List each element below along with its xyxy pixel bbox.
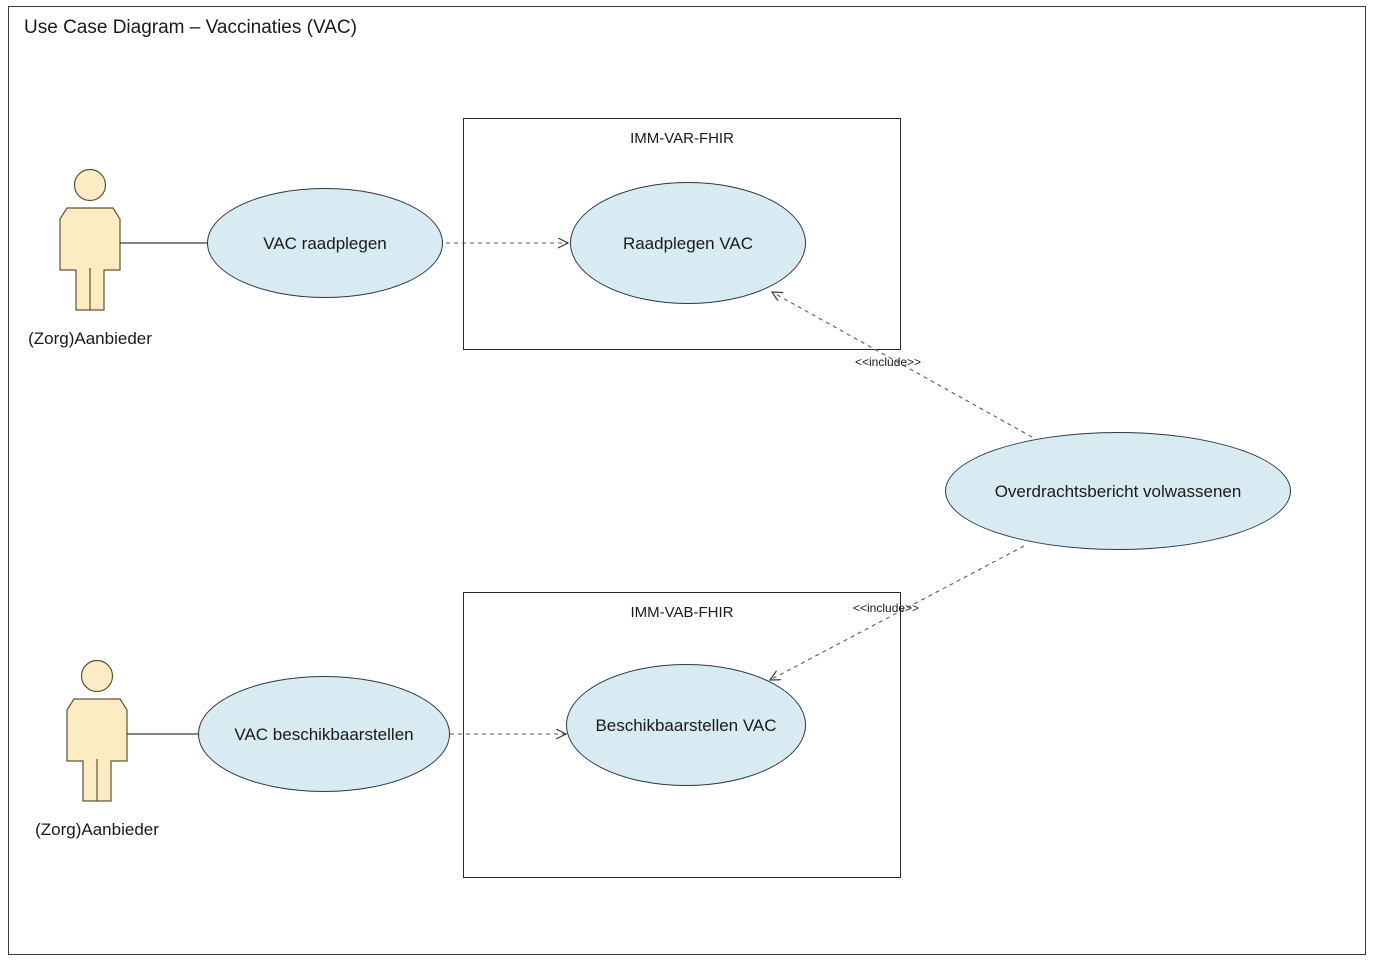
use-case-label: Overdrachtsbericht volwassenen (994, 481, 1242, 501)
actor-top-label: (Zorg)Aanbieder (28, 329, 152, 348)
actor-top-figure-slot (30, 170, 150, 310)
use-case-beschikbaarstellen-vac[interactable]: Beschikbaarstellen VAC (566, 664, 806, 786)
system-boundary-imm-vab-fhir: IMM-VAB-FHIR (463, 592, 901, 878)
actor-bottom[interactable]: (Zorg)Aanbieder (35, 661, 159, 839)
system-boundary-label-imm-vab-fhir: IMM-VAB-FHIR (630, 604, 734, 621)
use-case-label: VAC raadplegen (263, 233, 387, 253)
use-case-label: Raadplegen VAC (622, 233, 754, 253)
include-label-top: <<include>> (855, 355, 922, 369)
diagram-frame (8, 6, 1366, 955)
use-case-overdrachtsbericht-volwassenen[interactable]: Overdrachtsbericht volwassenen (945, 432, 1291, 550)
system-boundary-label-imm-var-fhir: IMM-VAR-FHIR (630, 130, 734, 147)
use-case-vac-beschikbaarstellen[interactable]: VAC beschikbaarstellen (198, 676, 450, 792)
use-case-label: Beschikbaarstellen VAC (595, 715, 777, 735)
use-case-raadplegen-vac[interactable]: Raadplegen VAC (570, 182, 806, 304)
actor-bottom-figure-slot (37, 661, 157, 801)
use-case-label: VAC beschikbaarstellen (234, 724, 414, 744)
diagram-title: Use Case Diagram – Vaccinaties (VAC) (24, 17, 357, 38)
use-case-vac-raadplegen[interactable]: VAC raadplegen (207, 188, 443, 298)
include-label-bottom: <<include>> (853, 601, 920, 615)
actor-top[interactable]: (Zorg)Aanbieder (28, 170, 152, 348)
actor-bottom-label: (Zorg)Aanbieder (35, 820, 159, 839)
system-boundary-imm-var-fhir: IMM-VAR-FHIR (463, 118, 901, 350)
